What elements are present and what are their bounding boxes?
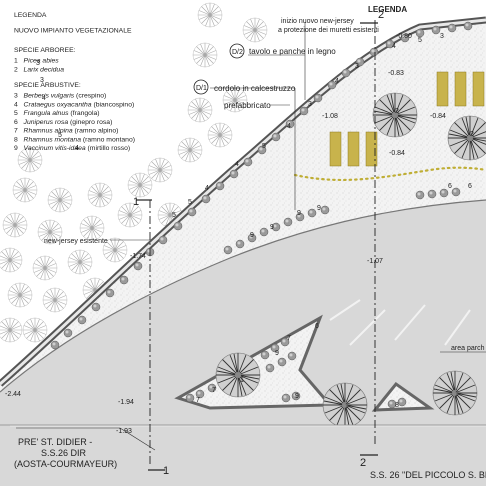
svg-text:5: 5 [262,143,266,150]
road-right: S.S. 26 "DEL PICCOLO S. BERN [370,470,486,480]
elev-107: -1.07 [367,258,383,265]
section-2-top: 2 [378,9,384,21]
elev-193: -1.93 [116,428,132,435]
svg-text:4: 4 [287,123,291,130]
road-edge [0,199,486,393]
road-left-1: PRE' ST. DIDIER - [18,437,92,447]
legend-shrubs-heading: SPECIE ARBUSTIVE: [14,82,81,89]
svg-text:1: 1 [240,377,244,384]
svg-text:2: 2 [470,131,474,138]
svg-text:7: 7 [196,397,200,404]
svg-text:6: 6 [315,323,319,330]
label-bench: tavolo e panche in legno [249,47,336,56]
tree-picea-island [215,352,261,398]
legend-panel: LEGENDA NUOVO IMPIANTO VEGETAZIONALE SPE… [14,12,135,152]
svg-text:5: 5 [188,199,192,206]
svg-text:8: 8 [395,402,399,409]
section-1-bottom: 1 [163,465,169,477]
svg-text:9: 9 [317,205,321,212]
parking-stalls [329,299,471,346]
label-prefab: prefabbricato [224,101,271,110]
road-left-2: S.S.26 DIR [41,448,87,458]
legend-trees-heading: SPECIE ARBOREE: [14,47,76,54]
section-1-top: 1 [133,196,139,208]
svg-text:9: 9 [250,232,254,239]
svg-text:9: 9 [270,224,274,231]
elev-244: -2.44 [5,391,21,398]
benches [329,71,485,167]
elev-084a: -0.84 [430,113,446,120]
legend-subtitle: NUOVO IMPIANTO VEGETAZIONALE [14,28,132,35]
svg-text:4: 4 [42,95,46,102]
label-parking: area parch [451,345,485,352]
svg-text:3: 3 [355,63,359,70]
elev-174: -1.74 [130,253,146,260]
tree-larix [372,92,418,138]
label-nj-start-1: inizio nuovo new-jersey [281,18,354,25]
svg-text:5: 5 [418,37,422,44]
concrete-curb-dots [293,166,486,182]
label-curb: cordolo in calcestruzzo [214,84,296,93]
svg-text:3: 3 [40,77,44,84]
svg-text:1: 1 [455,391,459,398]
section-lines [149,20,376,465]
road-left-3: (AOSTA-COURMAYEUR) [14,459,117,469]
svg-text:9: 9 [275,350,279,357]
section-2-bottom: 2 [360,457,366,469]
label-nj-existing: new-jersey esistente [44,238,108,245]
svg-text:4: 4 [235,161,239,168]
planting-strip [0,18,486,392]
svg-text:5: 5 [172,212,176,219]
svg-text:3: 3 [36,60,40,67]
svg-text:7: 7 [287,335,291,342]
elev-083: -0.83 [388,70,404,77]
svg-text:4: 4 [392,43,396,50]
elev-194: -1.94 [118,399,134,406]
svg-text:9: 9 [295,393,299,400]
svg-text:9: 9 [297,210,301,217]
elev-084b: -0.84 [389,150,405,157]
svg-text:4: 4 [75,145,79,152]
svg-text:6: 6 [448,183,452,190]
legend-word-top: LEGENDA [368,5,407,14]
svg-text:5: 5 [58,132,62,139]
elev-108: -1.08 [322,113,338,120]
svg-text:6: 6 [468,183,472,190]
plant-numbers: 3 3 4 5 4 5 5 4 4 5 4 3 4 3 4 5 3 9 9 9 9 6 6 2 2 1 1 1 7 7… [36,33,474,410]
svg-text:4: 4 [335,78,339,85]
detail-tag-d1 [193,79,209,95]
d1-tag-text: D/1 [196,85,207,92]
svg-text:2: 2 [395,108,399,115]
svg-text:7: 7 [212,387,216,394]
svg-text:1: 1 [345,403,349,410]
label-nj-start-2: a protezione dei muretti esistenti [278,27,379,34]
elev-080: -0.80 [396,33,412,40]
svg-text:4: 4 [205,185,209,192]
svg-text:3: 3 [308,101,312,108]
detail-tag-d2 [229,43,245,59]
legend-title: LEGENDA [14,12,47,19]
d2-tag-text: D/2 [232,49,243,56]
svg-text:3: 3 [440,33,444,40]
